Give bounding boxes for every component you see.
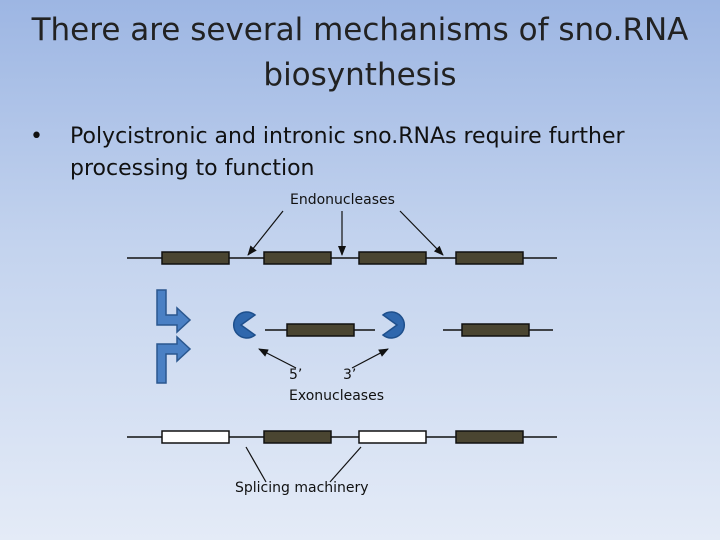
snorna-gene-box — [461, 323, 530, 337]
title-line-1: There are several mechanisms of sno.RNA — [31, 12, 689, 48]
snorna-gene-box — [358, 251, 427, 265]
endonuclease-arrow — [399, 210, 444, 256]
bullet-dot: • — [30, 124, 43, 149]
intronic-transcript — [127, 430, 557, 444]
splicing-line — [245, 446, 267, 483]
bent-arrow-icon — [156, 289, 192, 334]
exonuclease-pacman-icon — [381, 311, 406, 339]
five-prime-label: 5’ — [289, 367, 303, 383]
splicing-machinery-label: Splicing machinery — [235, 480, 369, 496]
snorna-gene-box — [455, 251, 524, 265]
bent-arrow-icon — [156, 335, 192, 384]
endonuclease-arrows — [247, 210, 444, 256]
snorna-gene-box — [263, 430, 332, 444]
endonucleases-label: Endonucleases — [290, 192, 395, 208]
endonuclease-arrow — [247, 210, 284, 256]
exonuclease-arrow — [258, 348, 297, 369]
exonucleases-label: Exonucleases — [289, 388, 384, 404]
three-prime-label: 3’ — [343, 367, 357, 383]
bullet-text: Polycistronic and intronic sno.RNAs requ… — [70, 121, 690, 185]
snorna-gene-box — [455, 430, 524, 444]
processed-intermediates — [232, 311, 553, 339]
snorna-gene-box — [263, 251, 332, 265]
exonuclease-pacman-icon — [232, 311, 257, 339]
exon-box — [358, 430, 427, 444]
snorna-gene-box — [286, 323, 355, 337]
exon-box — [161, 430, 230, 444]
snorna-gene-box — [161, 251, 230, 265]
exonuclease-arrow — [351, 348, 389, 369]
polycistronic-transcript — [127, 251, 557, 265]
bullet-text-line-1: Polycistronic and intronic sno.RNAs requ… — [70, 124, 625, 149]
bullet-text-line-2: processing to function — [70, 156, 315, 181]
title-line-2: biosynthesis — [263, 57, 457, 93]
splicing-line — [329, 446, 362, 483]
slide-title: There are several mechanisms of sno.RNA … — [0, 8, 720, 98]
